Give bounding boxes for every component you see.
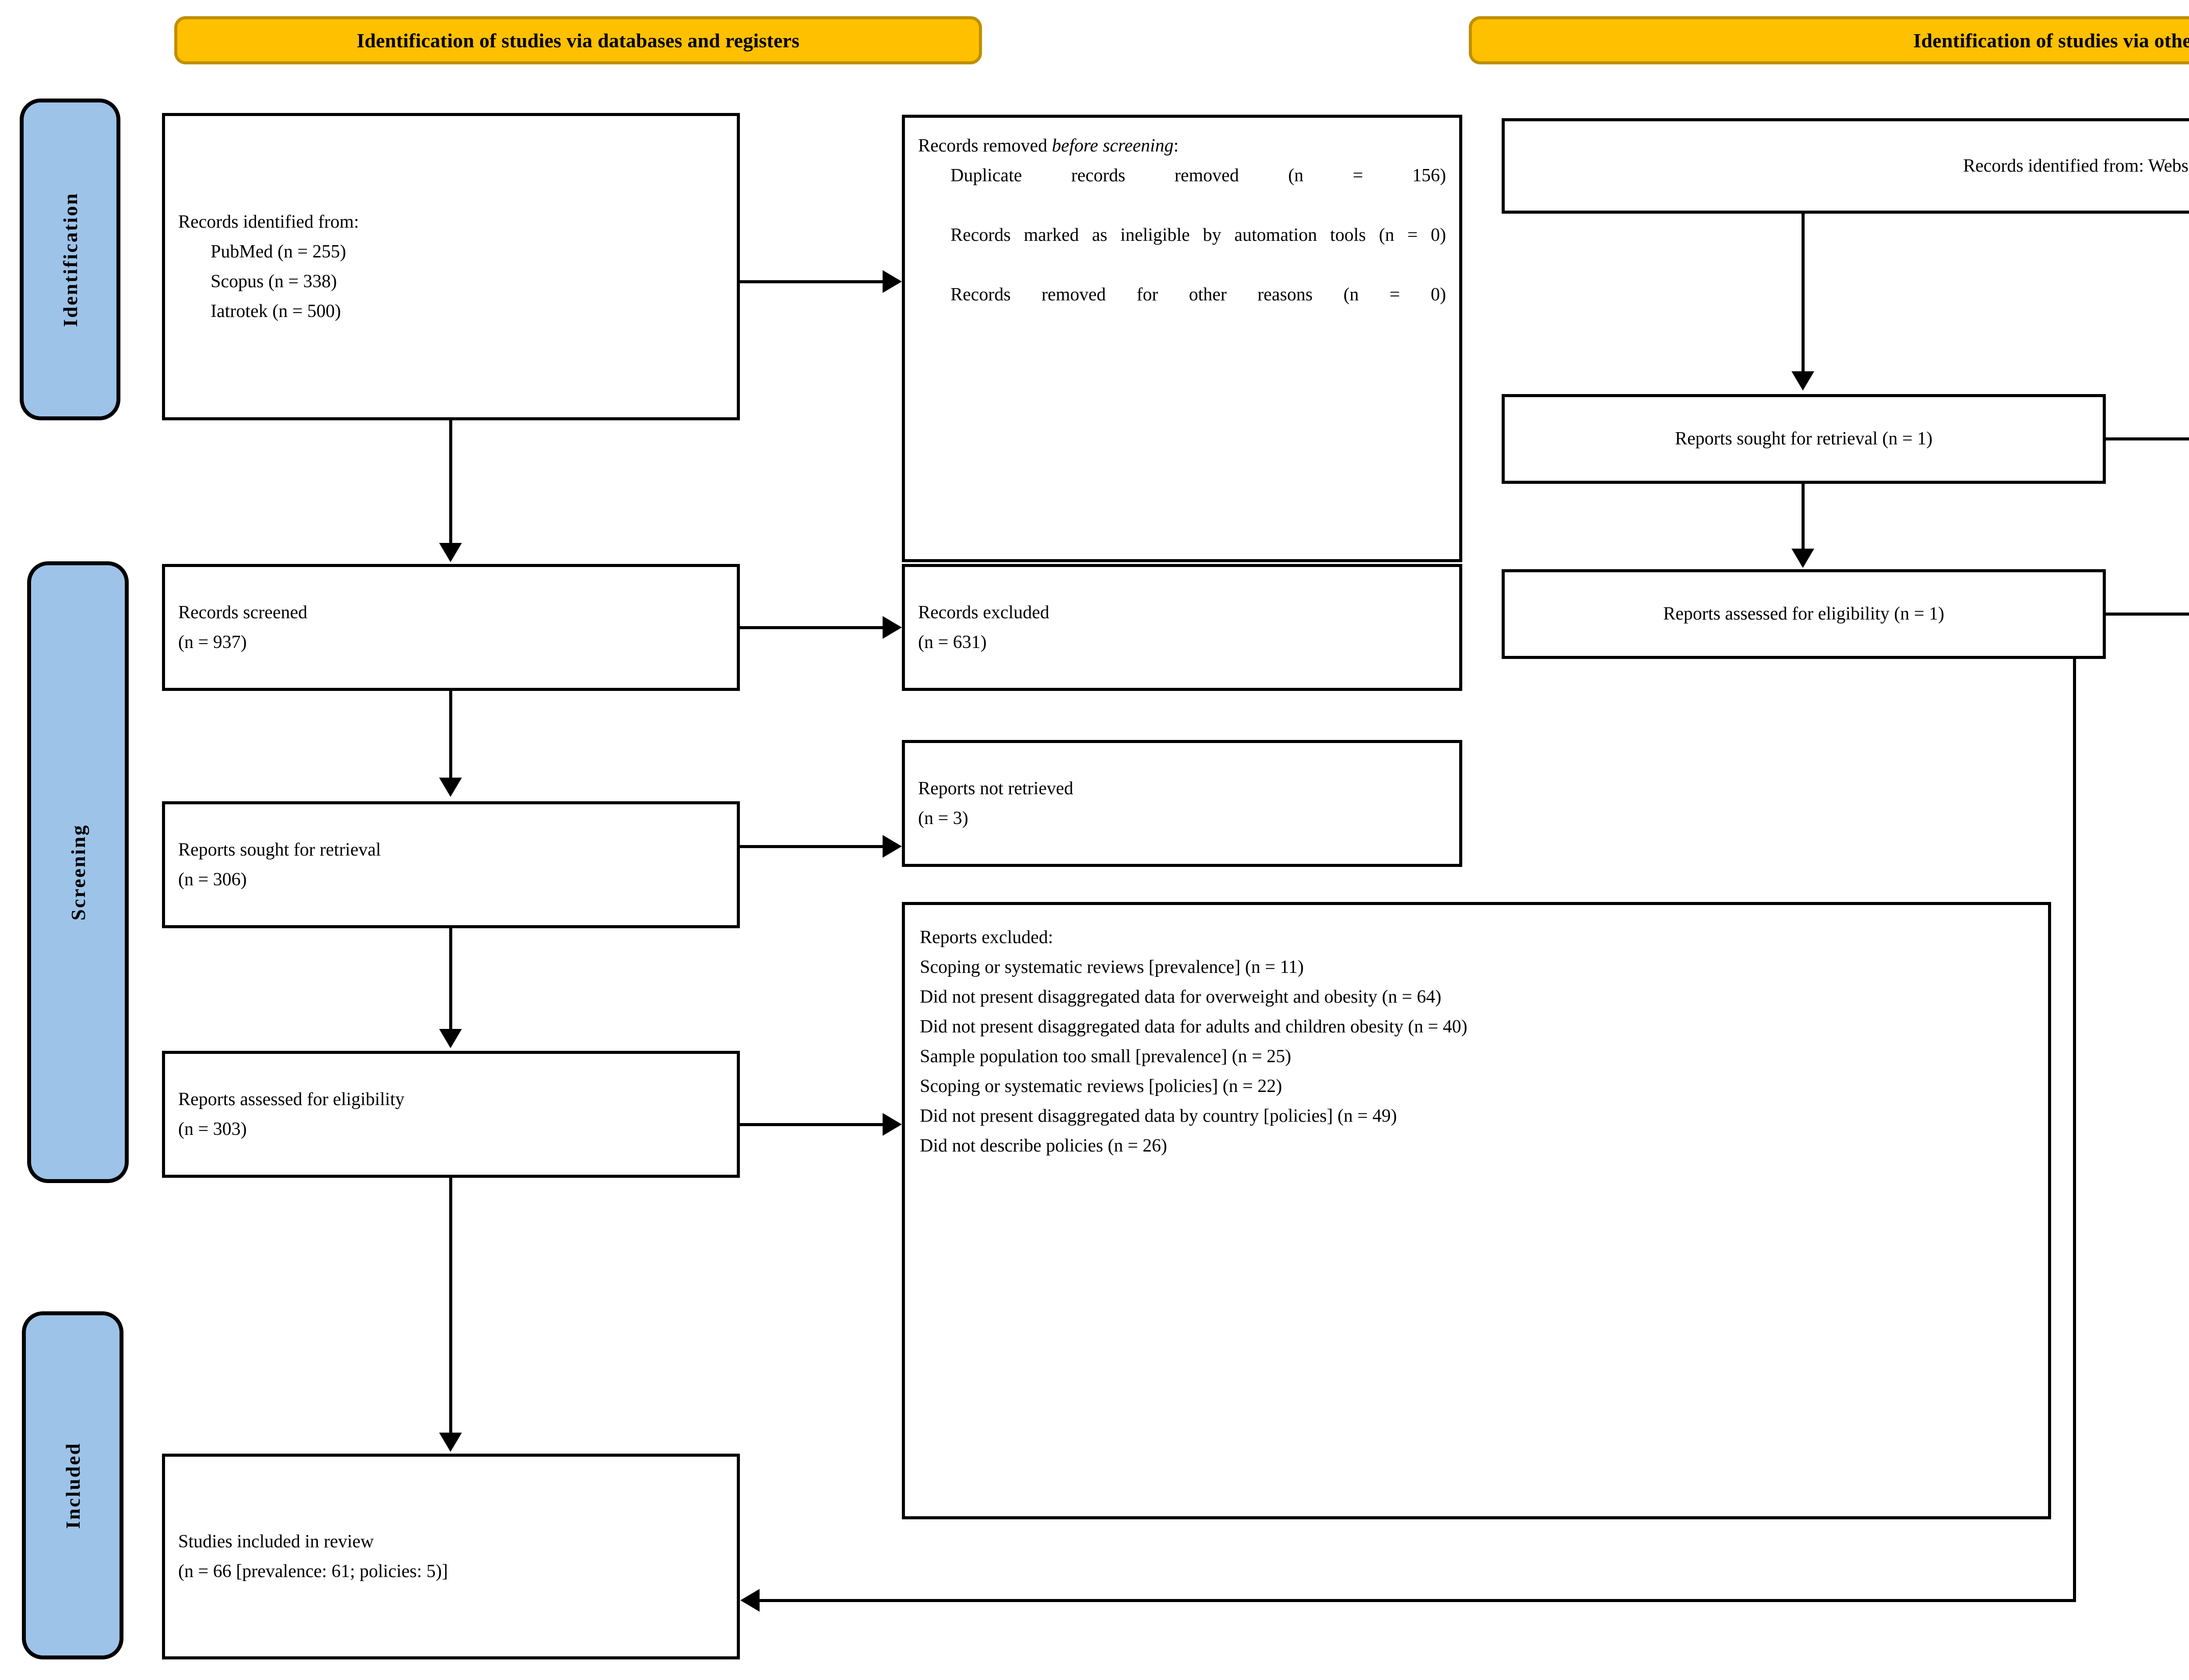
header-databases-registers: Identification of studies via databases … (174, 16, 982, 64)
box-reports-sought-for-retrieval: Reports sought for retrieval (n = 306) (162, 801, 740, 928)
box-records-removed-before-screening: Records removed before screening: Duplic… (902, 115, 1462, 562)
connector-other-identified-to-sought-line (1802, 214, 1805, 371)
box-records-identified-from: Records identified from: PubMed (n = 255… (162, 113, 740, 420)
reports-excluded-title: Reports excluded: (920, 927, 1053, 947)
connector-screened-to-sought (449, 691, 452, 778)
connector-assessed-to-reports-excluded (740, 1123, 883, 1126)
records-identified-source-iatrotek: Iatrotek (n = 500) (211, 301, 341, 322)
other-records-identified-label: Records identified from: Website (n = 1) (1963, 155, 2189, 176)
removed-item-other: Records removed for other reasons (n = 0… (950, 285, 1446, 305)
records-excluded-label: Records excluded (918, 602, 1049, 623)
reports-excluded-reason-1: Scoping or systematic reviews [prevalenc… (920, 957, 1304, 978)
connector-assessed-to-included (449, 1178, 452, 1433)
box-records-screened: Records screened (n = 937) (162, 564, 740, 691)
connector-other-assessed-to-included-horizontal (760, 1599, 2076, 1602)
removed-title-plain: Records removed (918, 136, 1052, 156)
removed-title-italic: before screening (1052, 136, 1174, 156)
connector-other-sought-to-assessed (1802, 484, 1805, 549)
box-reports-excluded-detail: Reports excluded: Scoping or systematic … (902, 902, 2051, 1519)
arrowhead-screened-to-sought (439, 778, 462, 797)
connector-other-assessed-to-excluded (2106, 613, 2189, 616)
reports-excluded-reason-4: Sample population too small [prevalence]… (920, 1046, 1292, 1067)
stage-label-screening: Screening (27, 561, 129, 1183)
connector-sought-to-assessed (449, 928, 452, 1029)
removed-title-colon: : (1173, 136, 1179, 156)
reports-sought-count: (n = 306) (178, 870, 247, 890)
reports-excluded-reason-7: Did not describe policies (n = 26) (920, 1136, 1167, 1156)
box-other-records-identified: Records identified from: Website (n = 1) (1502, 118, 2189, 214)
removed-item-automation: Records marked as ineligible by automati… (950, 225, 1446, 246)
reports-sought-label: Reports sought for retrieval (178, 839, 381, 860)
connector-sought-to-not-retrieved (740, 845, 883, 848)
header-other-methods: Identification of studies via other meth… (1469, 16, 2189, 64)
arrowhead-other-identified-to-sought (1791, 371, 1814, 391)
stage-label-included-text: Included (61, 1442, 84, 1529)
reports-not-retrieved-count: (n = 3) (918, 808, 968, 828)
arrowhead-identified-to-removed (883, 270, 902, 293)
stage-label-included: Included (22, 1311, 123, 1659)
box-records-excluded: Records excluded (n = 631) (902, 564, 1462, 691)
stage-label-identification-text: Identification (59, 192, 81, 327)
arrowhead-other-assessed-to-included (740, 1589, 760, 1612)
records-screened-count: (n = 937) (178, 632, 247, 652)
connector-other-assessed-to-included-vertical (2073, 659, 2076, 1602)
reports-excluded-reason-5: Scoping or systematic reviews [policies]… (920, 1076, 1282, 1097)
reports-assessed-count: (n = 303) (178, 1119, 247, 1139)
box-reports-not-retrieved: Reports not retrieved (n = 3) (902, 740, 1462, 867)
arrowhead-screened-to-excluded (883, 616, 902, 639)
arrowhead-other-sought-to-assessed (1791, 549, 1814, 568)
removed-before-screening-title: Records removed before screening: (918, 131, 1446, 161)
records-screened-label: Records screened (178, 602, 308, 623)
connector-identified-to-removed (740, 280, 883, 283)
other-reports-assessed-label: Reports assessed for eligibility (n = 1) (1663, 604, 1944, 624)
studies-included-label: Studies included in review (178, 1531, 374, 1552)
reports-excluded-reason-3: Did not present disaggregated data for a… (920, 1017, 1468, 1037)
reports-excluded-reason-6: Did not present disaggregated data by co… (920, 1106, 1397, 1127)
box-other-reports-sought: Reports sought for retrieval (n = 1) (1502, 394, 2106, 484)
arrowhead-sought-to-assessed (439, 1029, 462, 1048)
other-reports-sought-label: Reports sought for retrieval (n = 1) (1675, 429, 1933, 449)
box-studies-included-in-review: Studies included in review (n = 66 [prev… (162, 1454, 740, 1659)
reports-not-retrieved-label: Reports not retrieved (918, 778, 1073, 799)
arrowhead-identified-to-screened (439, 543, 462, 562)
stage-label-identification: Identification (20, 99, 120, 420)
reports-excluded-reason-2: Did not present disaggregated data for o… (920, 987, 1442, 1007)
records-identified-title: Records identified from: (178, 211, 359, 232)
arrowhead-assessed-to-included (439, 1433, 462, 1452)
header-databases-label: Identification of studies via databases … (356, 29, 800, 52)
stage-label-screening-text: Screening (67, 824, 89, 921)
header-other-methods-label: Identification of studies via other meth… (1913, 29, 2189, 52)
box-reports-assessed-for-eligibility: Reports assessed for eligibility (n = 30… (162, 1051, 740, 1178)
records-excluded-count: (n = 631) (918, 632, 987, 652)
records-identified-source-pubmed: PubMed (n = 255) (211, 241, 346, 262)
arrowhead-sought-to-not-retrieved (883, 835, 902, 858)
box-other-reports-assessed: Reports assessed for eligibility (n = 1) (1502, 569, 2106, 659)
reports-assessed-label: Reports assessed for eligibility (178, 1089, 405, 1109)
studies-included-count: (n = 66 [prevalence: 61; policies: 5)] (178, 1561, 448, 1581)
connector-other-sought-to-not-retrieved (2106, 437, 2189, 440)
removed-item-duplicates: Duplicate records removed (n = 156) (950, 166, 1446, 186)
records-identified-source-scopus: Scopus (n = 338) (211, 271, 337, 292)
arrowhead-assessed-to-reports-excluded (883, 1113, 902, 1136)
connector-screened-to-excluded (740, 626, 883, 629)
connector-identified-to-screened (449, 420, 452, 543)
